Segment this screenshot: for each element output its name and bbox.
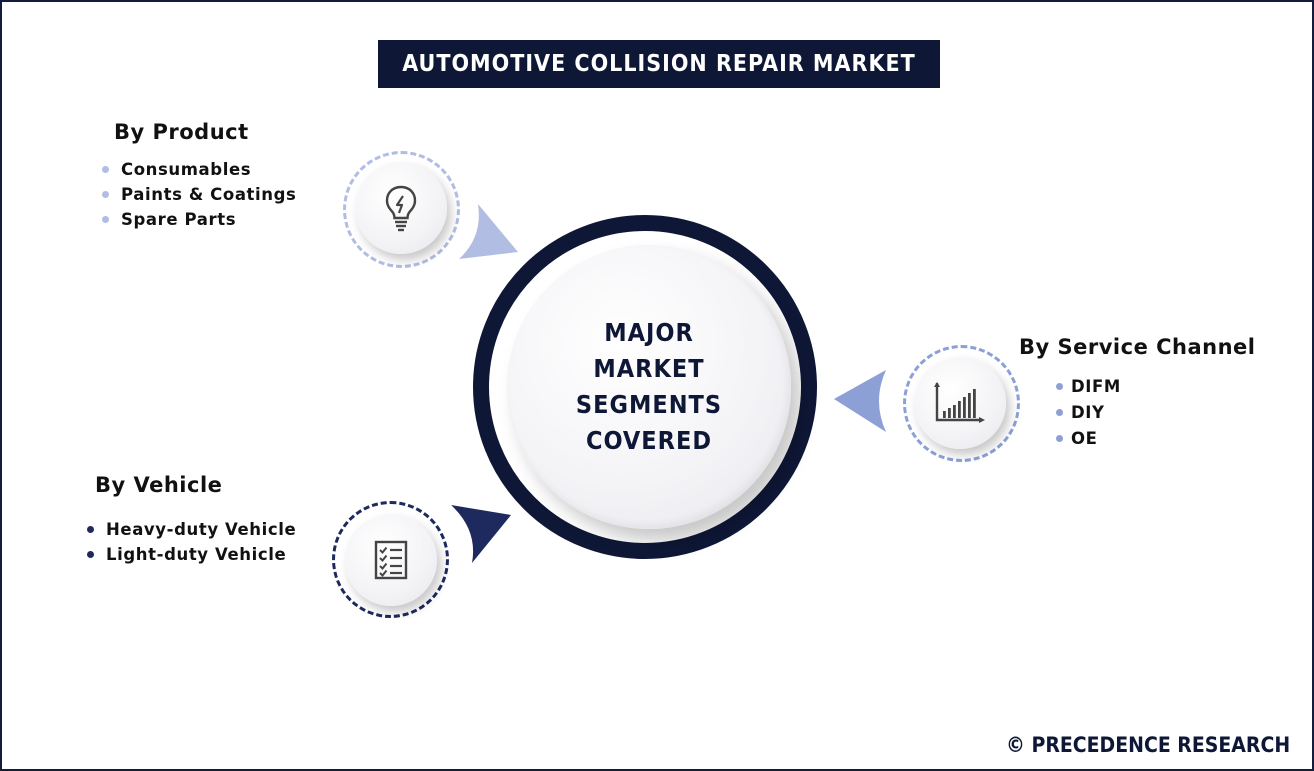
service-dashed-ring xyxy=(903,345,1020,462)
list-item: Consumables xyxy=(102,157,296,182)
segment-list-service: DIFM DIY OE xyxy=(1056,373,1121,451)
bullet-dot xyxy=(1056,434,1063,442)
lightbulb-icon xyxy=(385,185,417,232)
list-item: Light-duty Vehicle xyxy=(87,542,296,567)
bullet-dot xyxy=(87,551,94,558)
segment-title-vehicle: By Vehicle xyxy=(95,473,223,497)
center-disc xyxy=(507,245,791,529)
bullet-dot xyxy=(1056,408,1063,416)
service-arrow xyxy=(834,370,886,432)
segment-list-product: Consumables Paints & Coatings Spare Part… xyxy=(102,157,296,232)
page-title: AUTOMOTIVE COLLISION REPAIR MARKET xyxy=(402,51,916,77)
list-item-label: DIY xyxy=(1071,402,1105,422)
list-item-label: Spare Parts xyxy=(121,210,237,229)
bullet-dot xyxy=(102,191,109,198)
center-line: COVERED xyxy=(585,426,713,455)
brand-footer: © PRECEDENCE RESEARCH xyxy=(1006,733,1291,757)
center-label: MAJOR MARKET SEGMENTS COVERED xyxy=(507,245,791,529)
list-item-label: DIFM xyxy=(1071,376,1121,396)
list-item: OE xyxy=(1056,425,1121,451)
title-banner: AUTOMOTIVE COLLISION REPAIR MARKET xyxy=(378,40,940,88)
product-icon-disc xyxy=(355,162,447,254)
vehicle-icon-disc xyxy=(345,514,437,606)
list-item: Paints & Coatings xyxy=(102,182,296,207)
list-item-label: Consumables xyxy=(121,160,252,179)
bullet-dot xyxy=(102,216,109,223)
bar-chart-icon xyxy=(934,382,985,423)
center-line: MARKET xyxy=(593,354,705,383)
list-item-label: Paints & Coatings xyxy=(121,185,297,204)
bullet-dot xyxy=(1056,382,1063,390)
segment-title-product: By Product xyxy=(114,120,249,144)
bullet-dot xyxy=(102,166,109,173)
product-arrow xyxy=(459,204,518,259)
service-icon-disc xyxy=(914,357,1006,449)
center-line: MAJOR xyxy=(604,318,694,347)
list-item: DIFM xyxy=(1056,373,1121,399)
list-item: Spare Parts xyxy=(102,207,296,232)
list-item-label: Light-duty Vehicle xyxy=(106,545,287,564)
segment-title-service: By Service Channel xyxy=(1019,335,1256,359)
vehicle-dashed-ring xyxy=(332,501,449,618)
bullet-dot xyxy=(87,526,94,533)
product-dashed-ring xyxy=(343,151,460,268)
center-line: SEGMENTS xyxy=(575,390,723,419)
list-item-label: Heavy-duty Vehicle xyxy=(106,520,297,539)
vehicle-arrow xyxy=(451,505,511,563)
list-item: Heavy-duty Vehicle xyxy=(87,517,296,542)
list-item: DIY xyxy=(1056,399,1121,425)
list-item-label: OE xyxy=(1071,428,1098,448)
checklist-icon xyxy=(374,540,408,580)
segment-list-vehicle: Heavy-duty Vehicle Light-duty Vehicle xyxy=(87,517,296,567)
